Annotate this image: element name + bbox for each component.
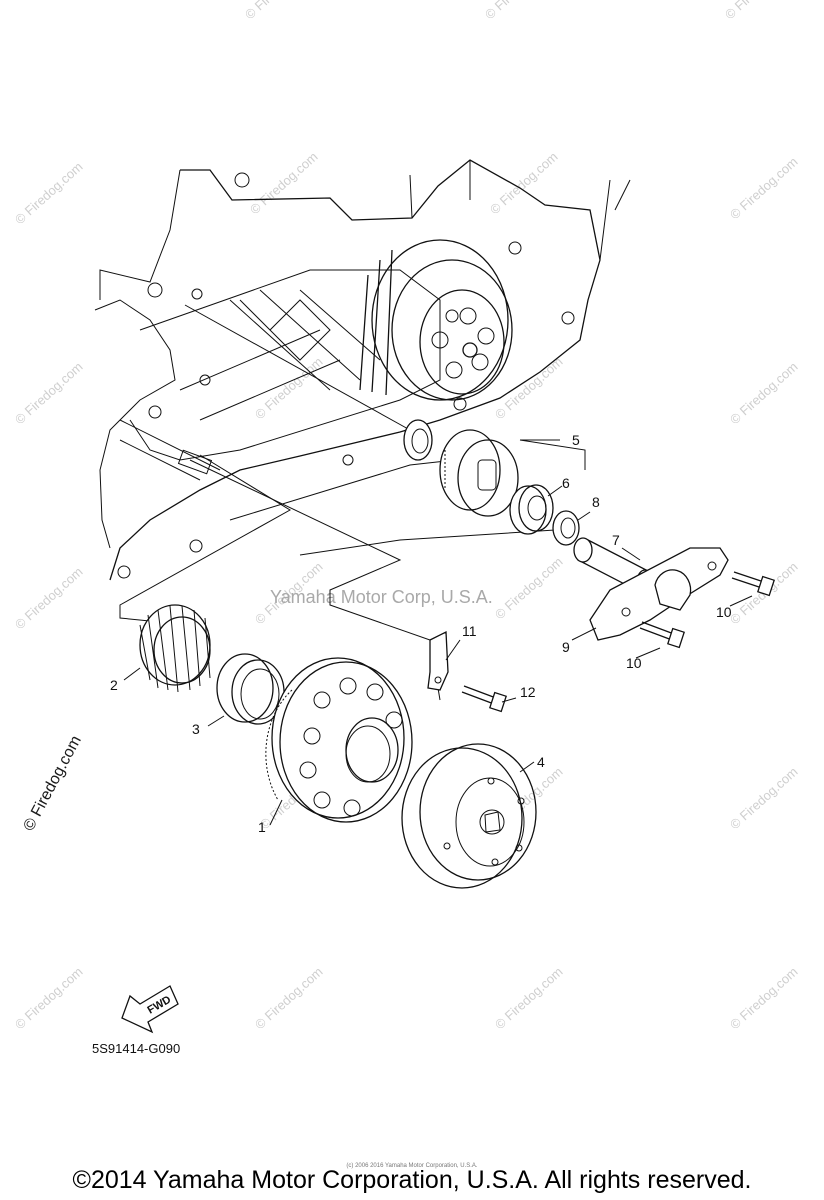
- fine-print: (c) 2006 2016 Yamaha Motor Corporation, …: [346, 1163, 478, 1169]
- callout-9: 9: [562, 639, 570, 655]
- watermark: © Firedog.com: [492, 554, 566, 622]
- watermark: © Firedog.com: [247, 149, 321, 217]
- watermark: © Firedog.com: [727, 964, 801, 1032]
- watermark-layer: © Firedog.com © Firedog.com © Firedog.co…: [12, 0, 801, 1032]
- callout-labels: 1 2 3 4 5 6 7 8 9 10 10 11 12: [110, 432, 732, 835]
- callout-10-lower: 10: [626, 655, 642, 671]
- fwd-arrow-icon: FWD: [121, 985, 179, 1034]
- callout-4: 4: [537, 754, 545, 770]
- part-6-bearing: [509, 484, 554, 535]
- center-watermark: Yamaha Motor Corp, U.S.A.: [270, 587, 493, 607]
- callout-leaders: [123, 485, 753, 826]
- watermark: © Firedog.com: [12, 359, 86, 427]
- watermark: © Firedog.com: [727, 764, 801, 832]
- part-8-washer: [552, 510, 580, 546]
- bolt-10-upper: [731, 571, 775, 597]
- watermark: © Firedog.com: [12, 564, 86, 632]
- watermark: © Firedog.com: [252, 354, 326, 422]
- callout-2: 2: [110, 677, 118, 693]
- bolt-10-lower: [639, 621, 685, 649]
- crankcase-outline: [94, 159, 631, 581]
- callout-6: 6: [562, 475, 570, 491]
- part-5-idler-gear: [439, 429, 519, 517]
- watermark: © Firedog.com: [242, 0, 316, 22]
- diagram-code: 5S91414-G090: [92, 1041, 181, 1056]
- watermark: © Firedog.com: [12, 964, 86, 1032]
- watermark: © Firedog.com: [492, 964, 566, 1032]
- watermark: © Firedog.com: [487, 149, 561, 217]
- callout-8: 8: [592, 494, 600, 510]
- watermark: © Firedog.com: [482, 0, 556, 22]
- watermark-left: © Firedog.com: [21, 733, 85, 834]
- seal-ring: [403, 419, 433, 461]
- bolt-12: [461, 685, 507, 713]
- watermark: © Firedog.com: [492, 354, 566, 422]
- callout-5: 5: [572, 432, 580, 448]
- part-9-plate: [589, 547, 729, 641]
- part-2-roller-cage: [139, 604, 211, 693]
- part-3-sleeve: [216, 653, 285, 725]
- watermark: © Firedog.com: [727, 359, 801, 427]
- callout-12: 12: [520, 684, 536, 700]
- part-4-starter-clutch: [401, 743, 537, 889]
- callout-3: 3: [192, 721, 200, 737]
- watermark: © Firedog.com: [727, 154, 801, 222]
- copyright-footer: ©2014 Yamaha Motor Corporation, U.S.A. A…: [72, 1166, 752, 1194]
- watermark: © Firedog.com: [252, 964, 326, 1032]
- callout-7: 7: [612, 532, 620, 548]
- part-11-bracket: [427, 630, 449, 691]
- callout-1: 1: [258, 819, 266, 835]
- watermark: © Firedog.com: [12, 159, 86, 227]
- callout-10-upper: 10: [716, 604, 732, 620]
- part-1-starter-gear: [265, 657, 413, 823]
- callout-11: 11: [462, 623, 477, 639]
- watermark: © Firedog.com: [722, 0, 796, 22]
